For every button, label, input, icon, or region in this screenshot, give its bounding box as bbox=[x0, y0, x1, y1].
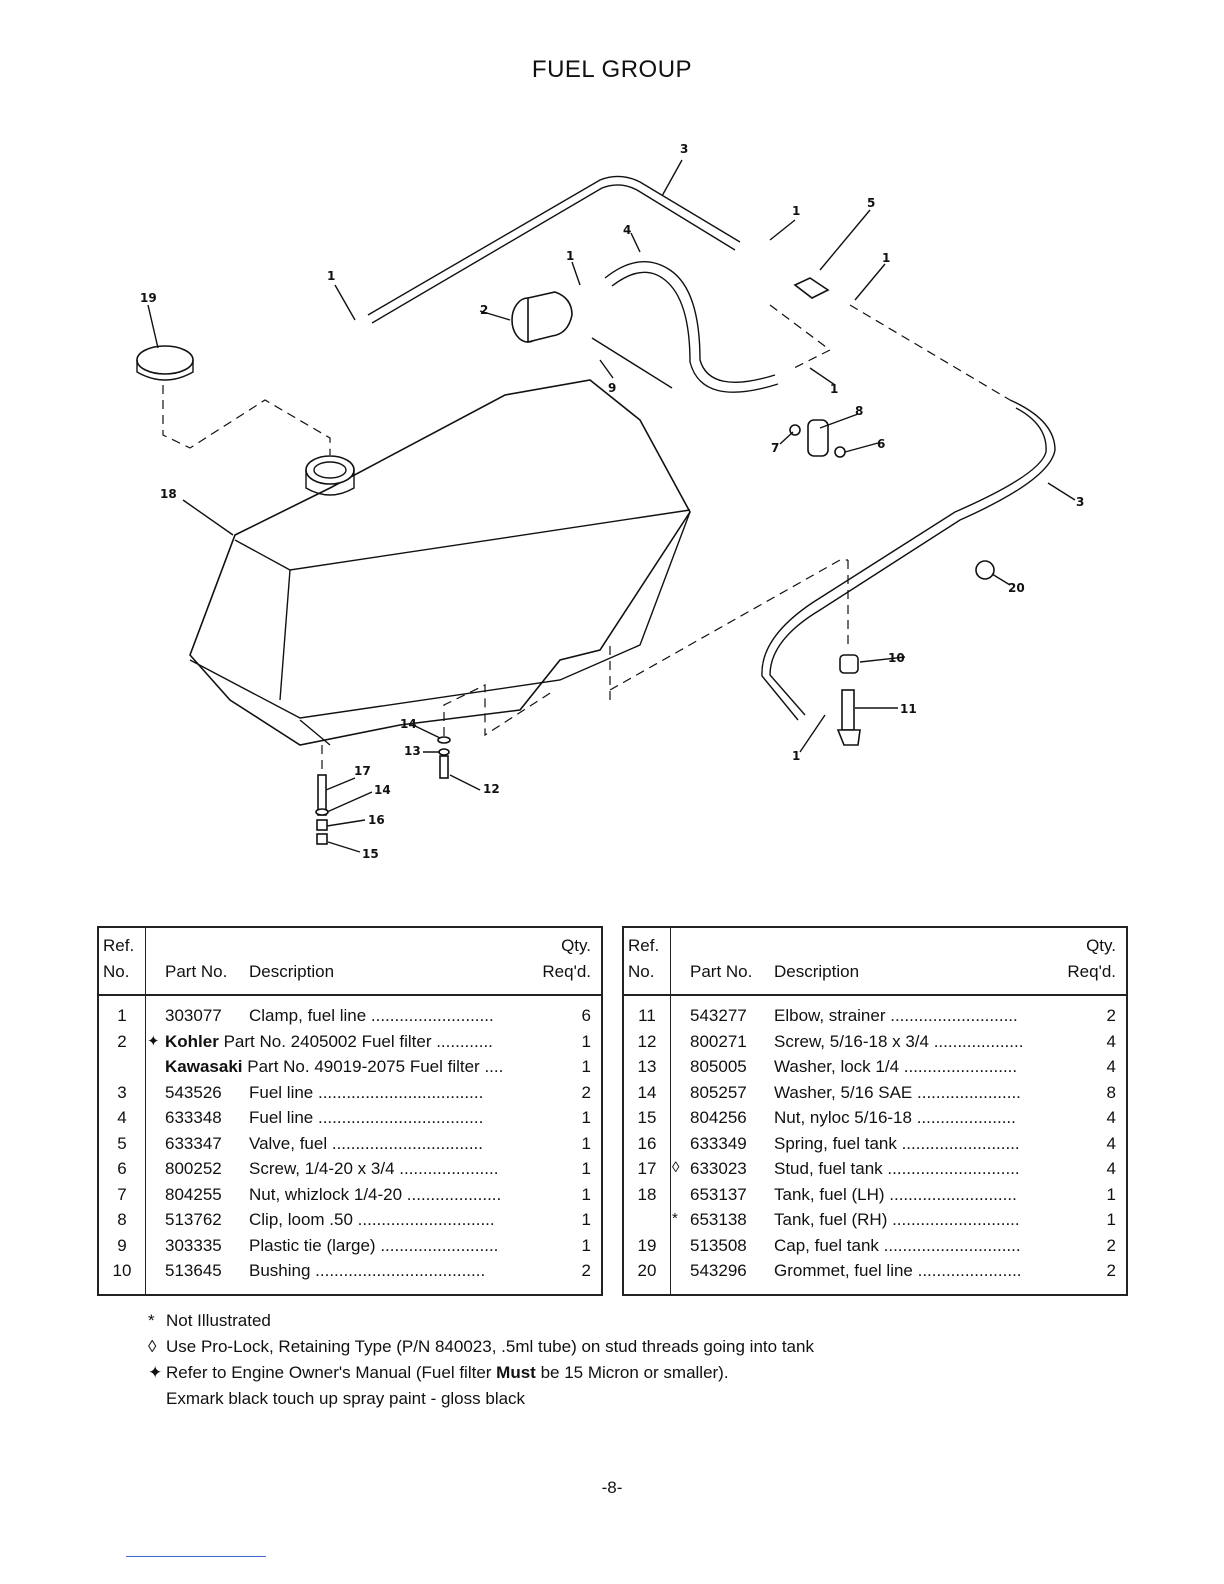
fuel-line-filter-edge bbox=[611, 271, 779, 393]
loom-clip bbox=[789, 419, 846, 458]
fuel-line-upper-edge bbox=[371, 184, 736, 324]
callout-20: 20 bbox=[1008, 581, 1025, 595]
note-paint: Exmark black touch up spray paint - glos… bbox=[166, 1389, 526, 1408]
page-title: FUEL GROUP bbox=[531, 56, 693, 83]
exploded-parts-diagram: 3 4 1 5 1 1 1 2 19 18 9 1 8 7 6 3 20 10 … bbox=[136, 142, 1084, 861]
callout-14: 14 bbox=[400, 717, 417, 731]
header-reqd: Req'd. bbox=[542, 962, 591, 981]
table-row: 2✦Kohler Part No. 2405002 Fuel filter ..… bbox=[117, 1031, 591, 1051]
callout-15: 15 bbox=[362, 847, 379, 861]
callout-1: 1 bbox=[566, 249, 574, 263]
fuel-line-lower bbox=[769, 399, 1056, 716]
callout-8: 8 bbox=[855, 404, 863, 418]
header-part-no: Part No. bbox=[165, 962, 228, 981]
callout-18: 18 bbox=[160, 487, 177, 501]
callout-labels: 3 4 1 5 1 1 1 2 19 18 9 1 8 7 6 3 20 10 … bbox=[140, 142, 1084, 861]
callout-1: 1 bbox=[792, 204, 800, 218]
header-qty: Qty. bbox=[561, 936, 591, 955]
callout-19: 19 bbox=[140, 291, 157, 305]
callout-12: 12 bbox=[483, 782, 500, 796]
header-qty: Qty. bbox=[1086, 936, 1116, 955]
callout-1: 1 bbox=[792, 749, 800, 763]
callout-4: 4 bbox=[623, 223, 631, 237]
note-prolock: ◊Use Pro-Lock, Retaining Type (P/N 84002… bbox=[148, 1337, 814, 1356]
header-reqd: Req'd. bbox=[1067, 962, 1116, 981]
callout-1: 1 bbox=[327, 269, 335, 283]
parts-table-left: Ref. No. Part No. Description Qty. Req'd… bbox=[97, 926, 603, 1296]
header-description: Description bbox=[249, 962, 335, 981]
callout-6: 6 bbox=[877, 437, 885, 451]
fuel-tank bbox=[189, 379, 691, 746]
callout-14: 14 bbox=[374, 783, 391, 797]
plastic-tie bbox=[591, 337, 673, 389]
mount-hardware bbox=[315, 684, 556, 845]
callout-3: 3 bbox=[1076, 495, 1084, 509]
elbow-strainer bbox=[609, 559, 861, 746]
footer-rule bbox=[126, 1556, 266, 1557]
callout-2: 2 bbox=[480, 303, 488, 317]
fuel-cap bbox=[136, 345, 331, 455]
page-number: -8- bbox=[601, 1478, 623, 1497]
callout-1: 1 bbox=[830, 382, 838, 396]
header-part-no: Part No. bbox=[690, 962, 753, 981]
header-ref: Ref. bbox=[103, 936, 135, 955]
callout-3: 3 bbox=[680, 142, 688, 156]
callout-1: 1 bbox=[882, 251, 890, 265]
fuel-line-lower-edge bbox=[761, 407, 1047, 721]
grommet bbox=[975, 560, 995, 580]
table-row: Kawasaki Part No. 49019-2075 Fuel filter… bbox=[165, 1057, 591, 1076]
table-header: Ref. No. Part No. Description Qty. Req'd… bbox=[99, 928, 601, 996]
header-ref: Ref. bbox=[628, 936, 660, 955]
footnotes: *Not Illustrated ◊Use Pro-Lock, Retainin… bbox=[148, 1308, 814, 1412]
callout-16: 16 bbox=[368, 813, 385, 827]
header-no: No. bbox=[628, 962, 655, 981]
header-description: Description bbox=[774, 962, 860, 981]
callout-10: 10 bbox=[888, 651, 905, 665]
note-refer-manual: ✦Refer to Engine Owner's Manual (Fuel fi… bbox=[148, 1363, 729, 1382]
leader-lines bbox=[147, 159, 1076, 853]
table-header: Ref. No. Part No. Description Qty. Req'd… bbox=[624, 928, 1126, 996]
fuel-valve bbox=[769, 277, 1011, 401]
callout-7: 7 bbox=[771, 441, 779, 455]
fuel-filter bbox=[511, 291, 573, 344]
callout-17: 17 bbox=[354, 764, 371, 778]
parts-table-right: Ref. No. Part No. Description Qty. Req'd… bbox=[622, 926, 1128, 1296]
callout-13: 13 bbox=[404, 744, 421, 758]
callout-9: 9 bbox=[608, 381, 616, 395]
fuel-line-filter bbox=[604, 261, 776, 383]
header-no: No. bbox=[103, 962, 130, 981]
callout-11: 11 bbox=[900, 702, 917, 716]
callout-5: 5 bbox=[867, 196, 875, 210]
fuel-line-upper bbox=[367, 175, 741, 316]
note-not-illustrated: *Not Illustrated bbox=[148, 1311, 271, 1330]
